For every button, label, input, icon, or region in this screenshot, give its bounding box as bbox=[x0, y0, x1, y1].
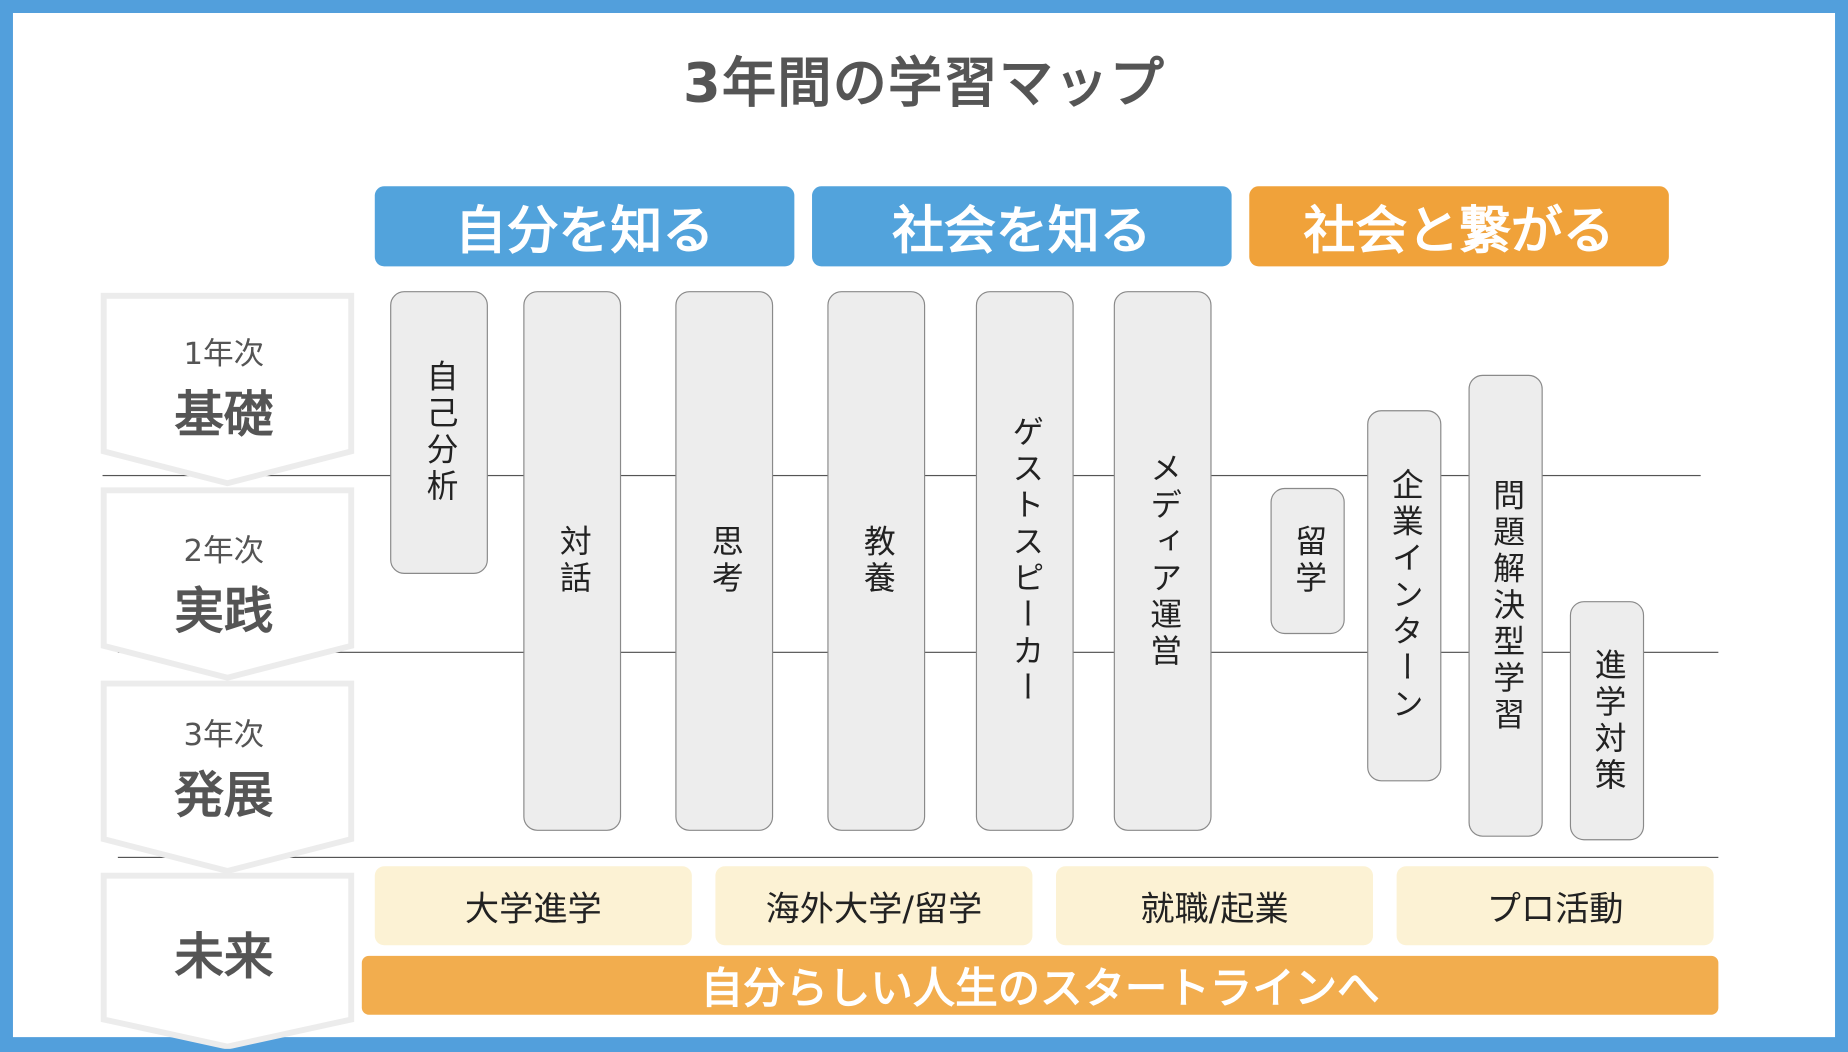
stage-label: 発展 bbox=[174, 766, 274, 824]
activity-label: 思考 bbox=[705, 524, 743, 598]
activity-guest-speaker: ゲストスピーカー bbox=[975, 291, 1074, 831]
activity-label: ゲストスピーカー bbox=[1006, 414, 1044, 708]
activity-label: メディア運営 bbox=[1144, 451, 1181, 671]
divider-year3 bbox=[117, 856, 1719, 858]
page-title: 3年間の学習マップ bbox=[682, 50, 1166, 115]
chevron-shape bbox=[100, 292, 355, 487]
activity-internship: 企業インターン bbox=[1367, 410, 1442, 782]
activity-label: 留学 bbox=[1289, 524, 1326, 598]
activity-label: 対話 bbox=[553, 524, 591, 598]
activity-pbl: 問題解決型学習 bbox=[1468, 374, 1543, 837]
activity-label: 自己分析 bbox=[420, 359, 458, 506]
activity-liberal-arts: 教養 bbox=[827, 291, 926, 831]
activity-label: 問題解決型学習 bbox=[1487, 477, 1524, 734]
activity-thinking: 思考 bbox=[675, 291, 774, 831]
activity-exam-prep: 進学対策 bbox=[1569, 601, 1645, 841]
chevron-shape bbox=[100, 872, 355, 1049]
activity-label: 進学対策 bbox=[1588, 647, 1626, 794]
future-university: 大学進学 bbox=[374, 866, 692, 946]
activity-label: 教養 bbox=[857, 524, 895, 598]
stage-label: 基礎 bbox=[174, 385, 274, 444]
activity-dialogue: 対話 bbox=[523, 291, 622, 831]
header-connect-society: 社会と繋がる bbox=[1249, 186, 1669, 267]
stage-label: 未来 bbox=[174, 927, 274, 986]
future-overseas: 海外大学/留学 bbox=[715, 866, 1033, 946]
activity-label: 企業インターン bbox=[1385, 467, 1423, 724]
activity-study-abroad: 留学 bbox=[1270, 487, 1345, 635]
stage-future: 未来 bbox=[100, 872, 355, 1049]
activity-self-analysis: 自己分析 bbox=[390, 291, 488, 574]
activity-media: メディア運営 bbox=[1113, 291, 1212, 831]
future-pro: プロ活動 bbox=[1396, 866, 1714, 946]
stage-label: 実践 bbox=[174, 582, 274, 640]
stage-year: 3年次 bbox=[183, 717, 265, 754]
stage-year: 2年次 bbox=[183, 533, 265, 570]
header-know-self: 自分を知る bbox=[374, 186, 795, 267]
stage-year2: 2年次 実践 bbox=[100, 487, 355, 683]
chevron-shape bbox=[100, 487, 355, 681]
chevron-shape bbox=[100, 680, 355, 875]
header-know-society: 社会を知る bbox=[812, 186, 1232, 267]
tagline-banner: 自分らしい人生のスタートラインへ bbox=[361, 955, 1719, 1015]
stage-year1: 1年次 基礎 bbox=[100, 292, 355, 488]
stage-year: 1年次 bbox=[183, 337, 265, 373]
stage-year3: 3年次 発展 bbox=[100, 680, 355, 876]
future-employment: 就職/起業 bbox=[1055, 866, 1374, 946]
